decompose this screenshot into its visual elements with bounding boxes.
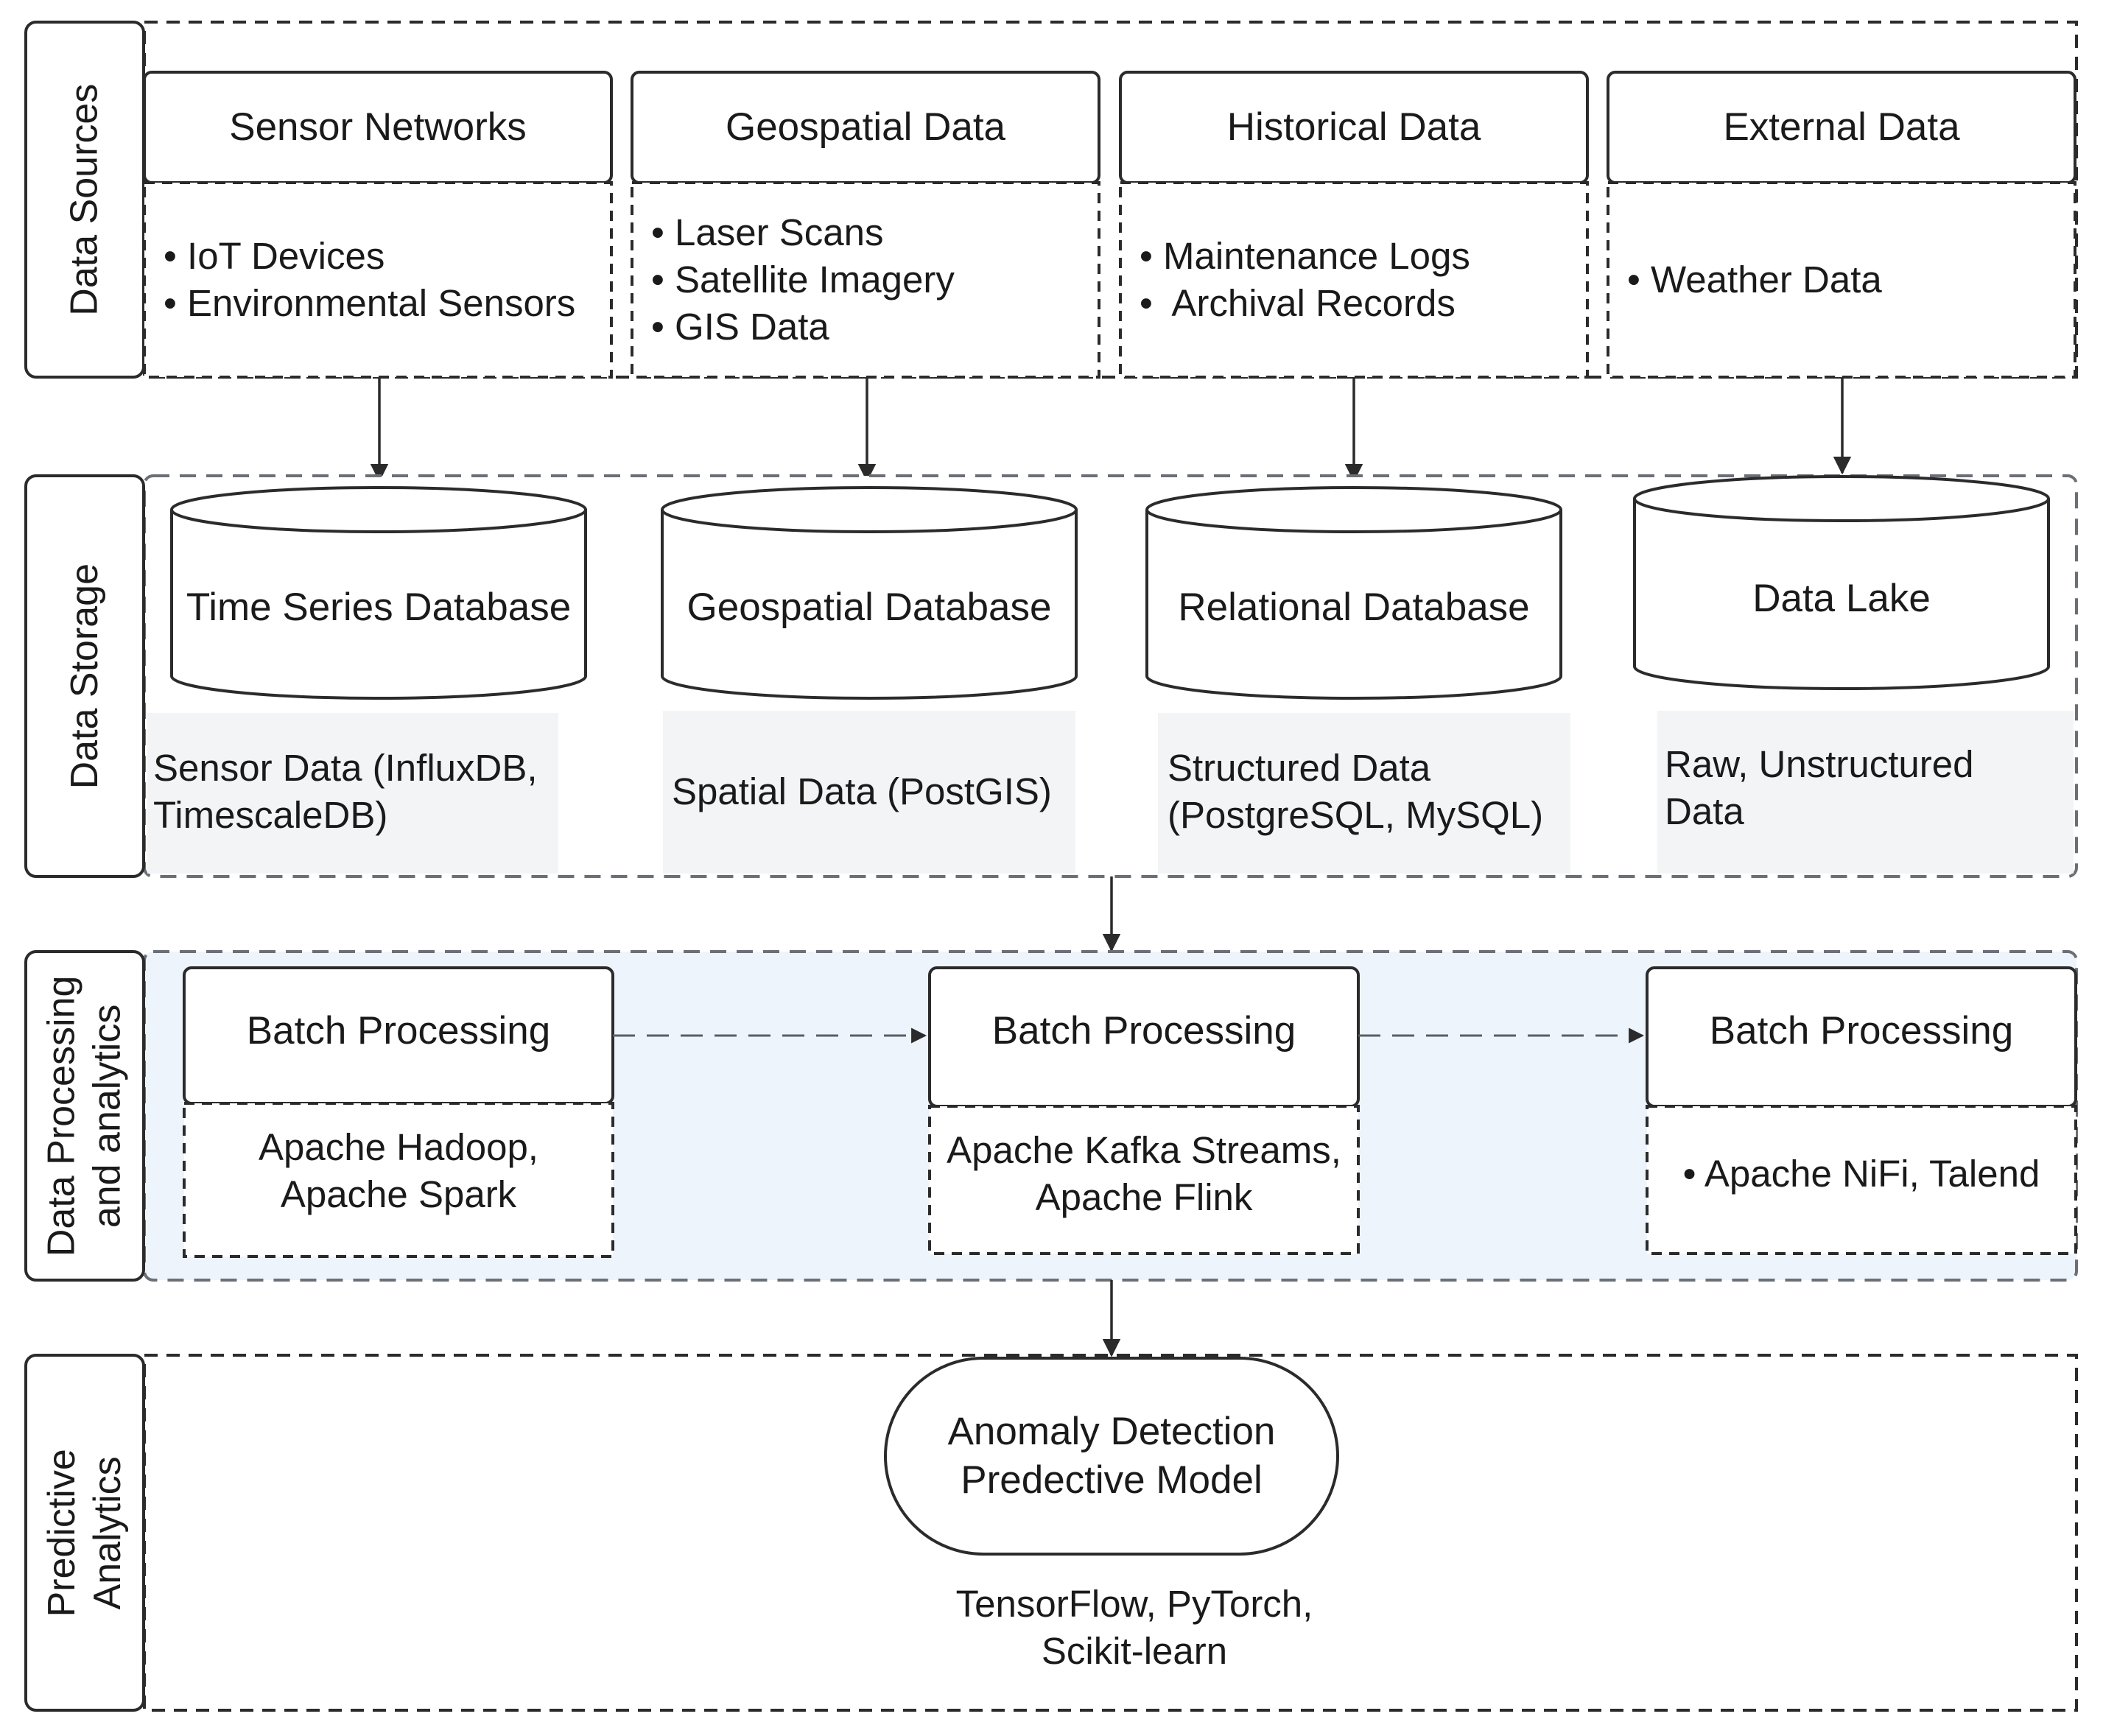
- source-items-box-1: [143, 181, 613, 379]
- cylinder-relational: [1145, 486, 1562, 700]
- source-items-geospatial-data: • Laser Scans • Satellite Imagery • GIS …: [651, 183, 1093, 377]
- predictive-tools: TensorFlow, PyTorch, Scikit-learn: [955, 1583, 1313, 1672]
- source-items-sensor-networks: • IoT Devices • Environmental Sensors: [164, 183, 605, 377]
- storage-desc-time-series: Sensor Data (InfluxDB, TimescaleDB): [153, 747, 538, 836]
- source-items-external-data: • Weather Data: [1627, 183, 2069, 377]
- source-items-historical-data: • Maintenance Logs • Archival Records: [1140, 183, 1581, 377]
- anomaly-model-terminator: [884, 1357, 1339, 1556]
- source-title-sensor-networks: Sensor Networks: [229, 105, 527, 149]
- storage-desc-bg-4: [1657, 711, 2074, 874]
- predictive-layer-label: Predictive Analytics: [26, 1355, 144, 1710]
- list-item: • Archival Records: [1140, 282, 1456, 324]
- sources-layer-label: Data Sources: [63, 83, 106, 316]
- cylinder-time-series: [170, 486, 587, 700]
- processing-layer-label: Data Processing and analytics: [26, 952, 144, 1280]
- anomaly-model-label: Anomaly Detection Predective Model: [947, 1409, 1276, 1502]
- source-items-box-4: [1607, 181, 2076, 379]
- source-title-external-data: External Data: [1723, 105, 1960, 149]
- source-items-box-3: [1119, 181, 1589, 379]
- processing-title-1: Batch Processing: [246, 1008, 551, 1053]
- processing-tools-box-2: [928, 1105, 1360, 1255]
- cylinder-geospatial: [661, 486, 1078, 700]
- storage-layer-frame: [143, 474, 2078, 878]
- processing-layer-label-box: [24, 950, 145, 1282]
- processing-label-line2: and analytics: [86, 1004, 129, 1228]
- list-item: • Laser Scans: [651, 211, 884, 254]
- storage-name-relational: Relational Database: [1178, 585, 1530, 629]
- storage-desc-bg-2: [663, 711, 1075, 874]
- source-title-historical-data: Historical Data: [1226, 105, 1481, 149]
- storage-desc-data-lake: Raw, Unstructured Data: [1665, 743, 1974, 832]
- list-item: • Weather Data: [1627, 259, 1882, 301]
- processing-title-2: Batch Processing: [991, 1008, 1296, 1053]
- list-item: • GIS Data: [651, 305, 829, 348]
- storage-layer-label-box: [24, 474, 145, 878]
- storage-layer-label: Data Storage: [63, 563, 106, 790]
- list-item: • Maintenance Logs: [1140, 235, 1470, 278]
- storage-name-time-series: Time Series Database: [186, 585, 572, 629]
- source-items-box-2: [631, 181, 1100, 379]
- storage-desc-geospatial: Spatial Data (PostGIS): [672, 770, 1052, 813]
- predictive-label-line1: Predictive: [40, 1448, 83, 1617]
- processing-tools-box-3: [1646, 1105, 2077, 1255]
- processing-label-line1: Data Processing: [40, 975, 83, 1257]
- list-item: • Satellite Imagery: [651, 259, 955, 301]
- processing-tools-2: Apache Kafka Streams, Apache Flink: [947, 1129, 1341, 1218]
- sources-layer-label-box: [24, 21, 145, 379]
- storage-desc-bg-3: [1158, 713, 1570, 874]
- predictive-layer-label-box: [24, 1354, 145, 1712]
- processing-tools-1: Apache Hadoop, Apache Spark: [259, 1126, 538, 1215]
- storage-desc-bg-1: [147, 713, 558, 874]
- processing-tools-box-1: [183, 1102, 614, 1258]
- cylinder-data-lake: [1633, 475, 2050, 690]
- predictive-label-line2: Analytics: [86, 1455, 129, 1610]
- list-item: • Environmental Sensors: [164, 282, 576, 324]
- storage-name-data-lake: Data Lake: [1752, 576, 1931, 620]
- processing-title-3: Batch Processing: [1709, 1008, 2014, 1053]
- list-item: • IoT Devices: [164, 235, 385, 278]
- storage-desc-relational: Structured Data (PostgreSQL, MySQL): [1168, 747, 1544, 836]
- predictive-layer-frame: [143, 1354, 2078, 1712]
- processing-tools-3: • Apache NiFi, Talend: [1682, 1153, 2040, 1195]
- source-title-geospatial-data: Geospatial Data: [725, 105, 1006, 149]
- storage-name-geospatial: Geospatial Database: [687, 585, 1052, 629]
